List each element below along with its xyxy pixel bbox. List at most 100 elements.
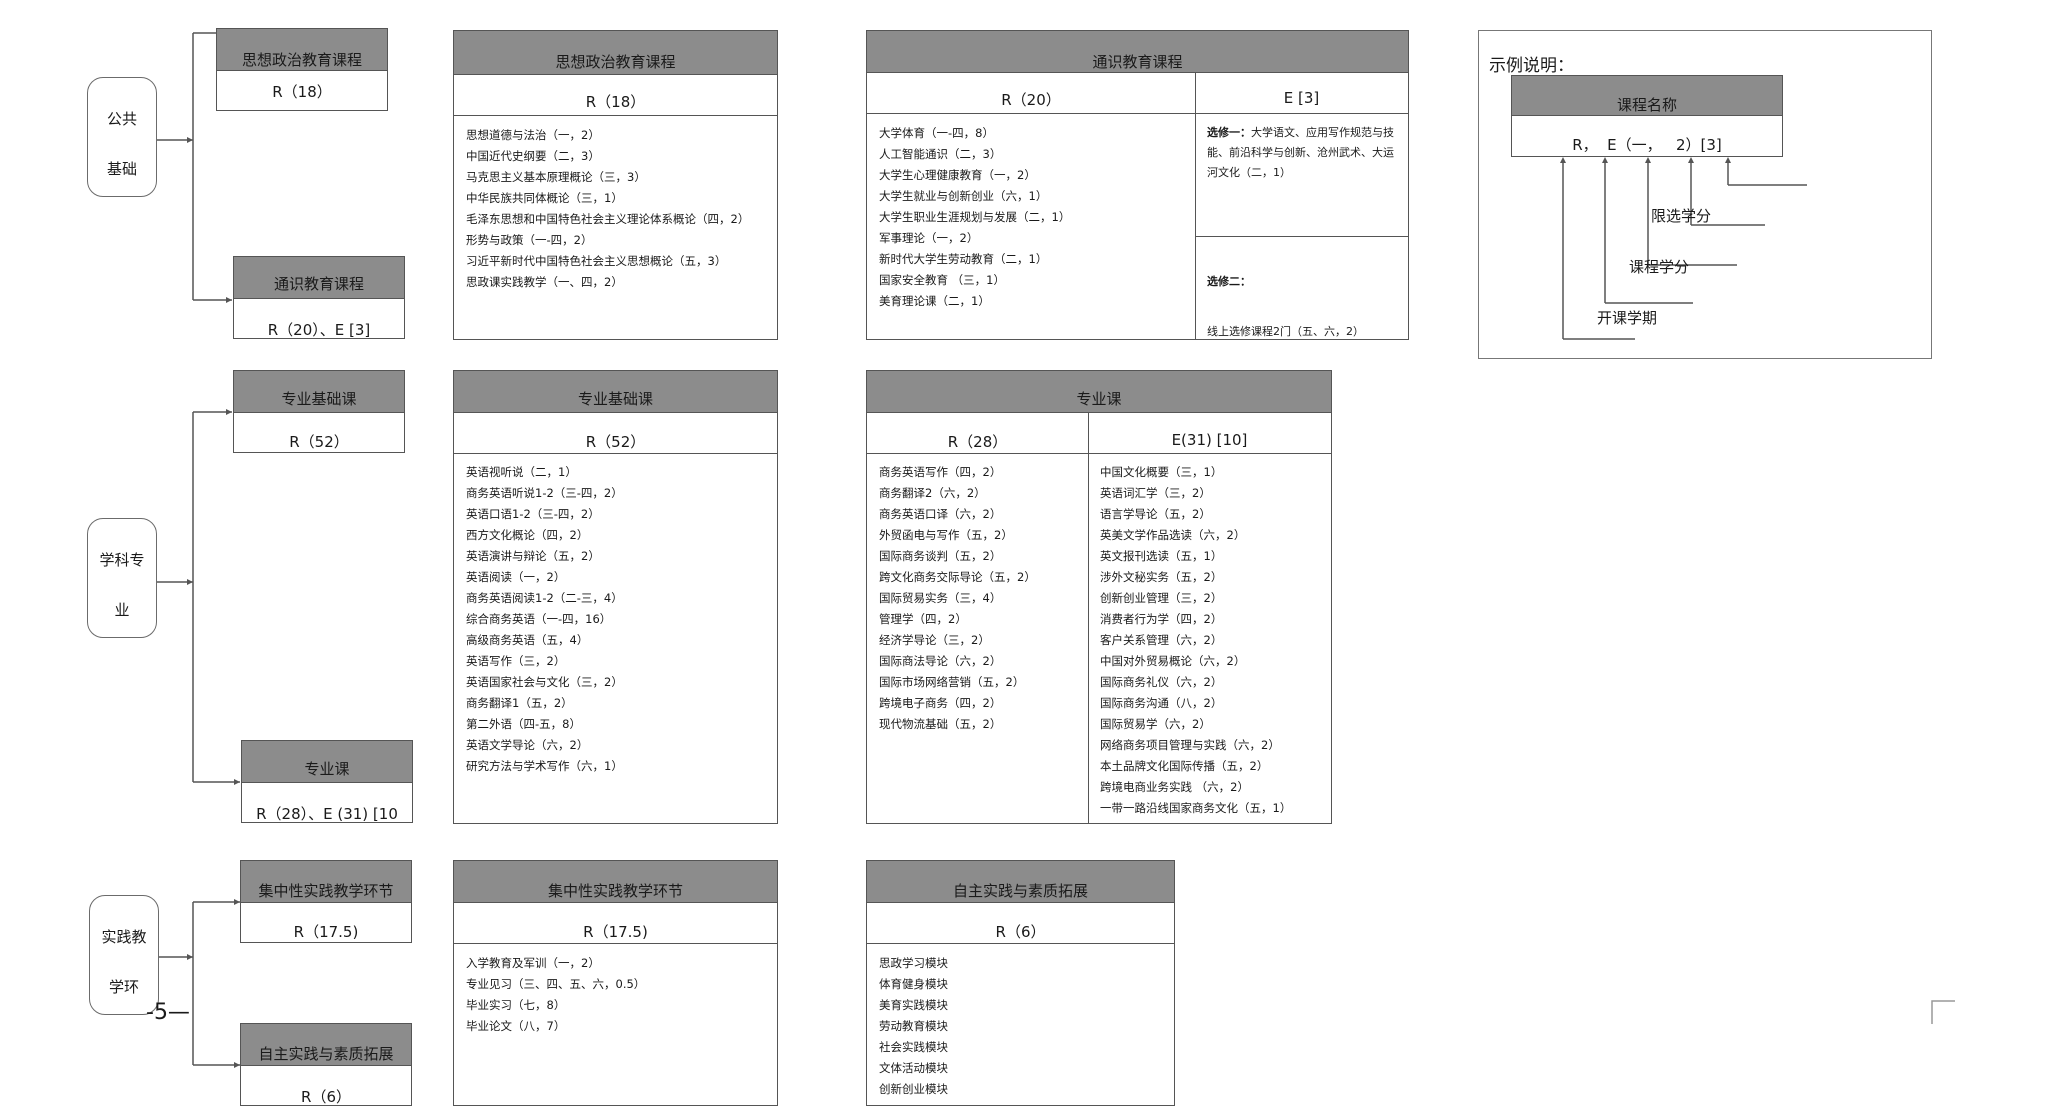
- detail-major-basic-list: 英语视听说（二，1） 商务英语听说1-2（三-四，2） 英语口语1-2（三-四，2）…: [466, 462, 623, 777]
- detail-title: 专业课: [867, 371, 1331, 413]
- category-label-line2: 学环: [108, 978, 139, 996]
- list-item: 英语口语1-2（三-四，2）: [466, 507, 600, 521]
- list-item: 习近平新时代中国特色社会主义思想概论（五，3）: [466, 254, 727, 268]
- list-item: 英语词汇学（三，2）: [1100, 486, 1211, 500]
- list-item: 综合商务英语（一-四，16）: [466, 612, 612, 626]
- legend-course-name: 课程名称: [1512, 76, 1782, 116]
- list-item: 管理学（四，2）: [879, 612, 967, 626]
- summary-major-basic-box: 专业基础课 R（52）: [233, 370, 405, 453]
- list-item: 英美文学作品选读（六，2）: [1100, 528, 1246, 542]
- list-item: 国际商务沟通（八，2）: [1100, 696, 1223, 710]
- list-item: 中华民族共同体概论（三，1）: [466, 191, 623, 205]
- summary-title: 思想政治教育课程: [217, 29, 387, 71]
- category-major: 学科专 业: [87, 518, 157, 638]
- detail-title: 集中性实践教学环节: [454, 861, 777, 903]
- detail-title: 专业基础课: [454, 371, 777, 413]
- list-item: 英语视听说（二，1）: [466, 465, 577, 479]
- list-item: 客户关系管理（六，2）: [1100, 633, 1223, 647]
- detail-required: R（6）: [995, 923, 1046, 941]
- list-item: 毛泽东思想和中国特色社会主义理论体系概论（四，2）: [466, 212, 750, 226]
- list-item: 国家安全教育 （三，1）: [879, 273, 1005, 287]
- list-item: 入学教育及军训（一，2）: [466, 956, 600, 970]
- category-label-line1: 学科专: [99, 551, 145, 569]
- list-item: 国际市场网络营销（五，2）: [879, 675, 1025, 689]
- page-number: -5—: [146, 1000, 190, 1025]
- summary-value: R（17.5): [293, 923, 359, 941]
- detail-required: R（17.5): [583, 923, 648, 941]
- list-item: 跨文化商务交际导论（五，2）: [879, 570, 1036, 584]
- legend-example-box: 课程名称 R， E（一， 2）[3]: [1511, 75, 1783, 157]
- elective1-text: 大学语文、应用写作规范与技能、前沿科学与创新、沧州武术、大运河文化（二，1）: [1207, 126, 1394, 179]
- category-label-line1: 公共: [106, 110, 137, 128]
- category-label-line2: 基础: [106, 160, 137, 178]
- detail-ideo-box: 思想政治教育课程 R（18） 思想道德与法治（一，2） 中国近代史纲要（二，3） 马…: [453, 30, 778, 340]
- summary-value: R（20）、E [3]: [267, 321, 371, 339]
- list-item: 文体活动模块: [879, 1061, 948, 1075]
- list-item: 商务翻译2（六，2）: [879, 486, 986, 500]
- list-item: 商务英语口译（六，2）: [879, 507, 1002, 521]
- summary-value: R（52）: [289, 433, 349, 451]
- summary-general-box: 通识教育课程 R（20）、E [3]: [233, 256, 405, 339]
- list-item: 国际贸易学（六，2）: [1100, 717, 1211, 731]
- elective1-label: 选修一：: [1207, 126, 1251, 139]
- detail-autonomous-box: 自主实践与素质拓展 R（6） 思政学习模块体育健身模块美育实践模块劳动教育模块社…: [866, 860, 1175, 1106]
- summary-major-course-box: 专业课 R（28）、E (31) [10: [241, 740, 413, 823]
- list-item: 劳动教育模块: [879, 1019, 948, 1033]
- detail-major-elective-list: 中国文化概要（三，1）英语词汇学（三，2）语言学导论（五，2）英美文学作品选读（…: [1100, 462, 1291, 819]
- list-item: 中国文化概要（三，1）: [1100, 465, 1223, 479]
- list-item: 马克思主义基本原理概论（三，3）: [466, 170, 646, 184]
- list-item: 毕业论文（八，7）: [466, 1019, 566, 1033]
- detail-general-list: 大学体育（一-四，8） 人工智能通识（二，3） 大学生心理健康教育（一，2） 大学生就…: [879, 123, 1070, 312]
- category-public-basic: 公共 基础: [87, 77, 157, 197]
- legend-limited-credit: 限选学分: [1651, 207, 1712, 225]
- detail-major-course-box: 专业课 R（28） E(31) [10] 商务英语写作（四，2）商务翻译2（六，…: [866, 370, 1332, 824]
- detail-title: 思想政治教育课程: [454, 31, 777, 75]
- list-item: 高级商务英语（五，4）: [466, 633, 589, 647]
- list-item: 大学生心理健康教育（一，2）: [879, 168, 1036, 182]
- detail-required: R（18）: [585, 93, 646, 111]
- summary-intensive-box: 集中性实践教学环节 R（17.5): [240, 860, 412, 943]
- category-label-line2: 业: [114, 601, 130, 619]
- list-item: 思想道德与法治（一，2）: [466, 128, 600, 142]
- list-item: 专业见习（三、四、五、六，0.5）: [466, 977, 646, 991]
- list-item: 经济学导论（三，2）: [879, 633, 990, 647]
- list-item: 消费者行为学（四，2）: [1100, 612, 1223, 626]
- list-item: 研究方法与学术写作（六，1）: [466, 759, 623, 773]
- detail-ideo-list: 思想道德与法治（一，2） 中国近代史纲要（二，3） 马克思主义基本原理概论（三，3）…: [466, 125, 749, 293]
- list-item: 大学体育（一-四，8）: [879, 126, 994, 140]
- detail-autonomous-list: 思政学习模块体育健身模块美育实践模块劳动教育模块社会实践模块文体活动模块创新创业…: [879, 953, 948, 1100]
- list-item: 跨境电子商务（四，2）: [879, 696, 1002, 710]
- detail-required: R（52）: [585, 433, 646, 451]
- category-practice: 实践教 学环: [89, 895, 159, 1015]
- list-item: 大学生职业生涯规划与发展（二，1）: [879, 210, 1071, 224]
- list-item: 一带一路沿线国家商务文化（五，1）: [1100, 801, 1292, 815]
- list-item: 英语国家社会与文化（三，2）: [466, 675, 623, 689]
- list-item: 大学生就业与创新创业（六，1）: [879, 189, 1048, 203]
- detail-general-box: 通识教育课程 R（20） E [3] 大学体育（一-四，8）人工智能通识（二，3…: [866, 30, 1409, 340]
- list-item: 英语阅读（一，2）: [466, 570, 566, 584]
- list-item: 跨境电商业务实践 （六，2）: [1100, 780, 1249, 794]
- legend-semester: 开课学期: [1597, 309, 1658, 327]
- list-item: 思政课实践教学（一、四，2）: [466, 275, 623, 289]
- list-item: 英语写作（三，2）: [466, 654, 566, 668]
- list-item: 人工智能通识（二，3）: [879, 147, 1002, 161]
- category-label-line1: 实践教: [101, 928, 147, 946]
- list-item: 商务翻译1（五，2）: [466, 696, 573, 710]
- detail-title: 通识教育课程: [867, 31, 1408, 73]
- legend-course-credit: 课程学分: [1629, 258, 1690, 276]
- list-item: 新时代大学生劳动教育（二，1）: [879, 252, 1048, 266]
- list-item: 中国近代史纲要（二，3）: [466, 149, 600, 163]
- list-item: 社会实践模块: [879, 1040, 948, 1054]
- list-item: 涉外文秘实务（五，2）: [1100, 570, 1223, 584]
- list-item: 中国对外贸易概论（六，2）: [1100, 654, 1246, 668]
- list-item: 商务英语听说1-2（三-四，2）: [466, 486, 623, 500]
- list-item: 国际商务谈判（五，2）: [879, 549, 1002, 563]
- legend-title: 示例说明：: [1489, 56, 1574, 76]
- list-item: 军事理论（一，2）: [879, 231, 979, 245]
- list-item: 创新创业管理（三，2）: [1100, 591, 1223, 605]
- list-item: 英语文学导论（六，2）: [466, 738, 589, 752]
- list-item: 国际商务礼仪（六，2）: [1100, 675, 1223, 689]
- list-item: 商务英语阅读1-2（二-三，4）: [466, 591, 623, 605]
- list-item: 美育实践模块: [879, 998, 948, 1012]
